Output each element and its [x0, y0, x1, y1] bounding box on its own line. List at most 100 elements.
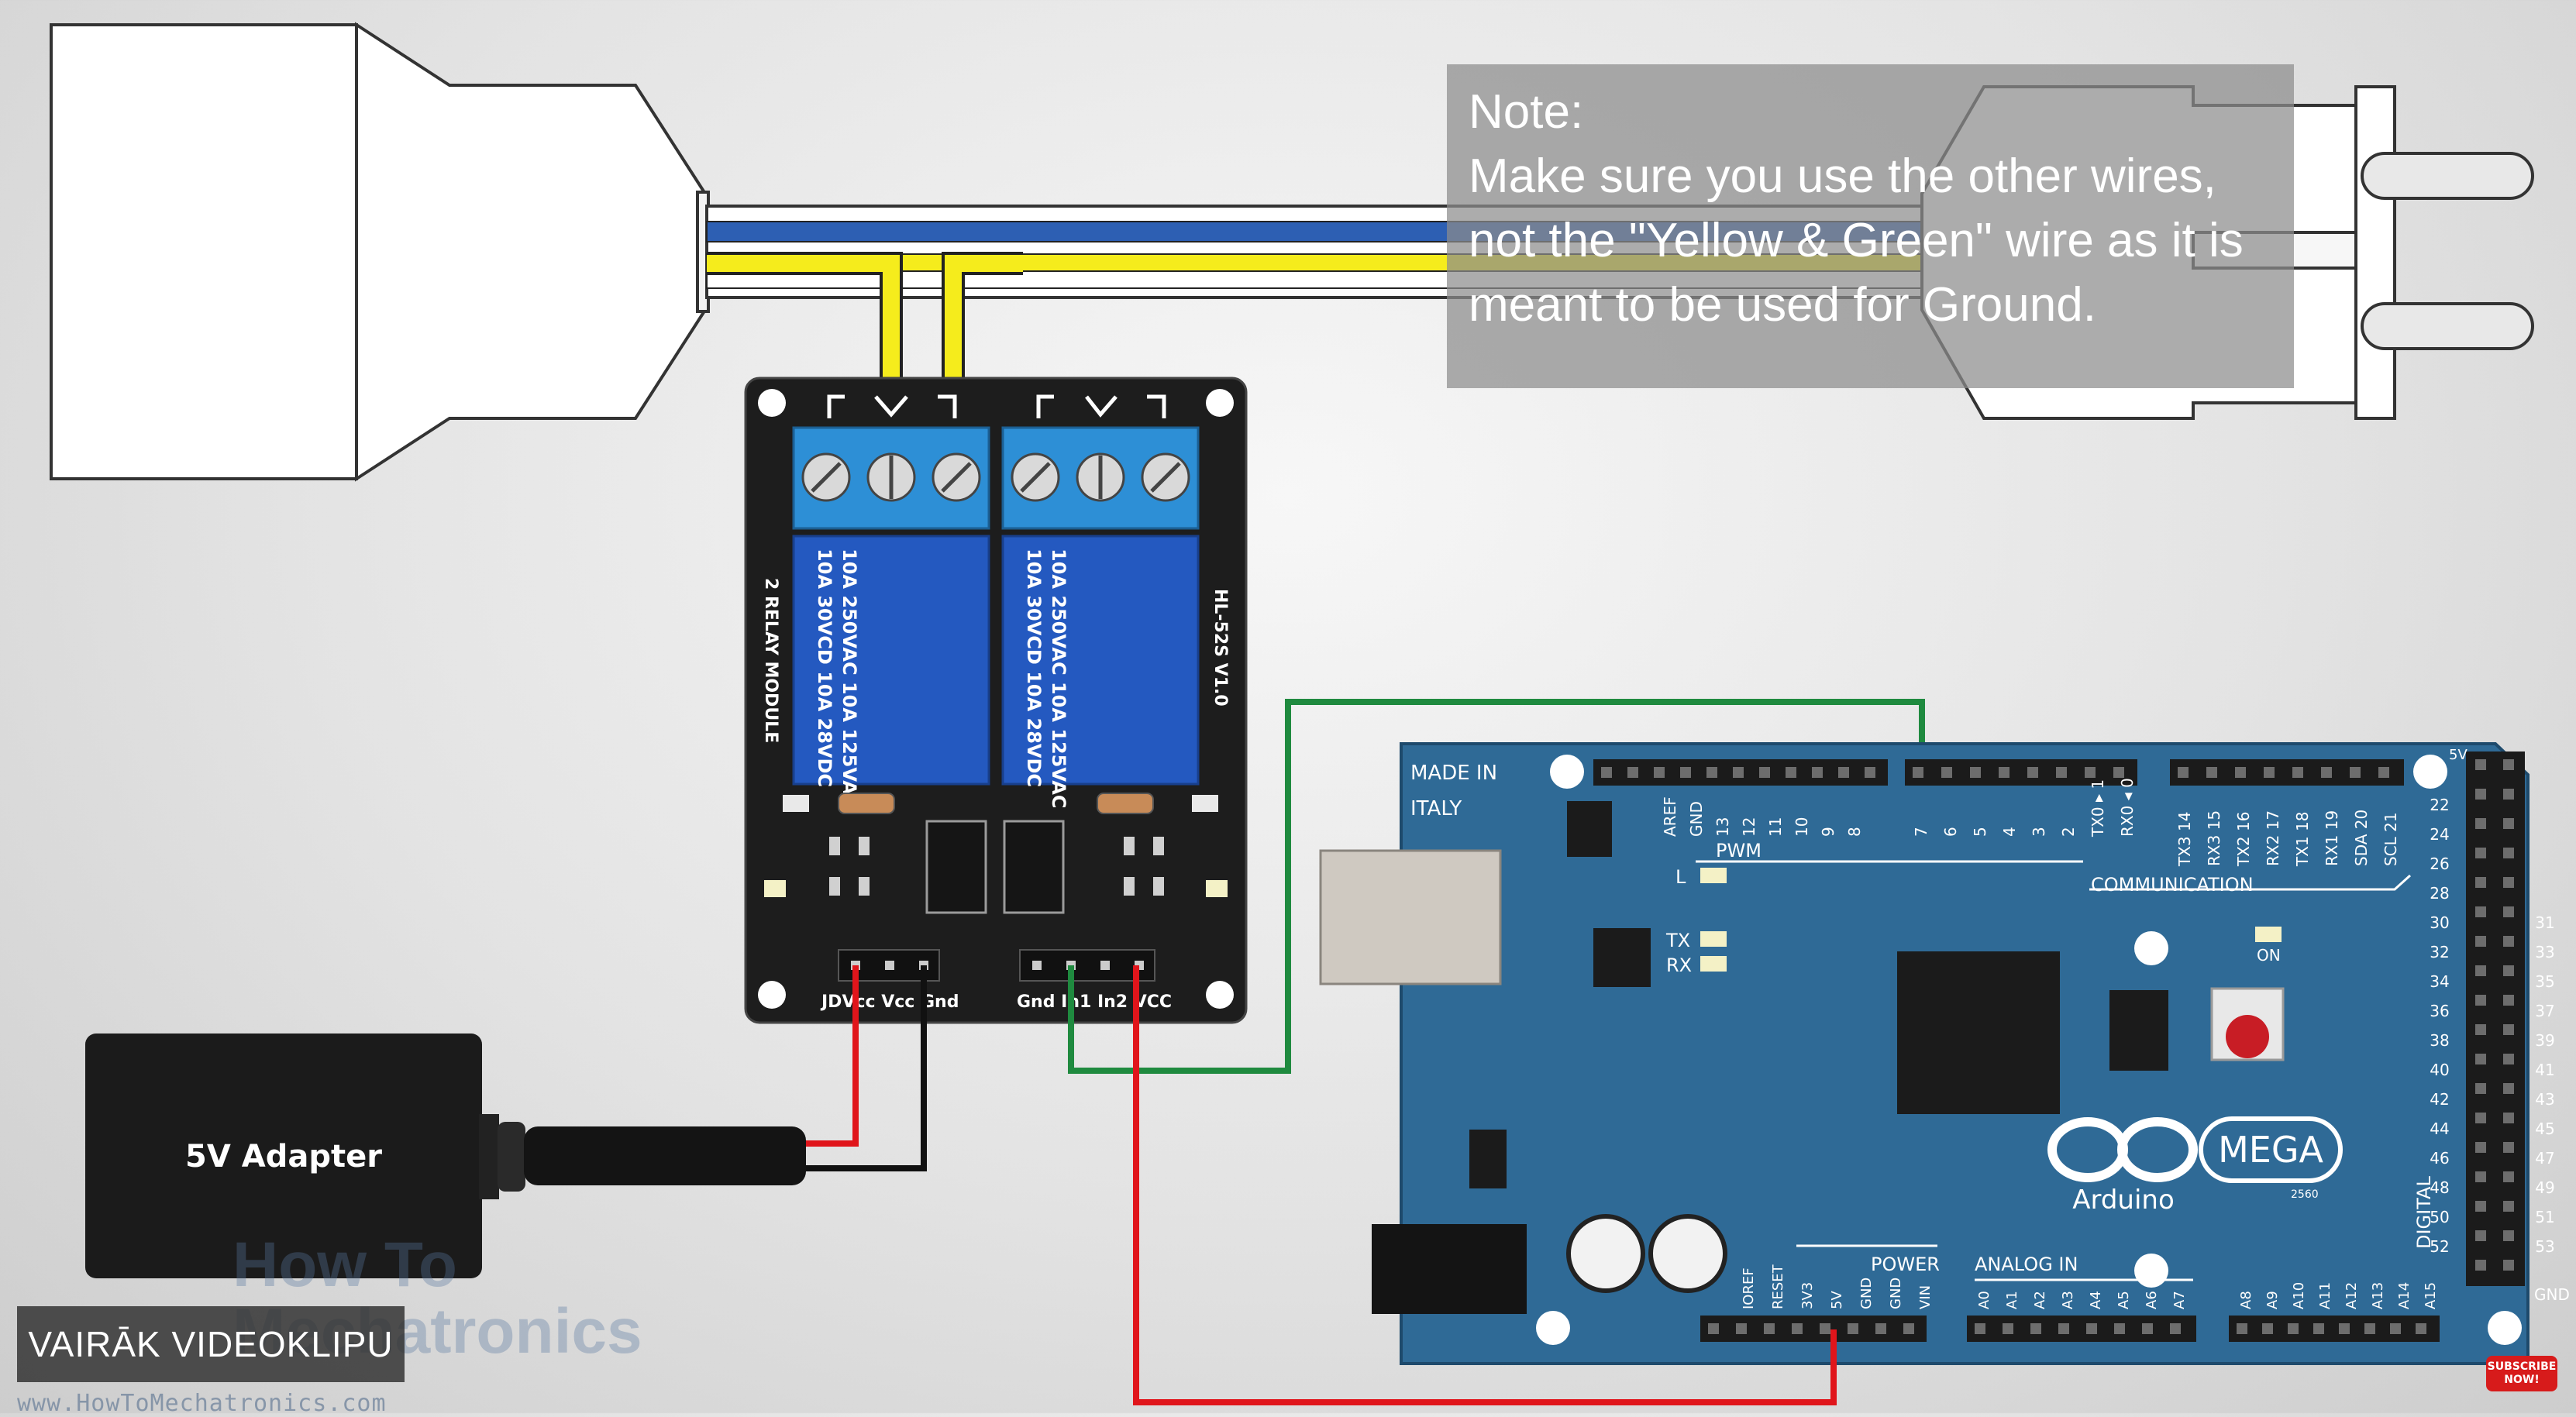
digital-pin-label: 50	[2430, 1208, 2449, 1226]
power-pin-label: VIN	[1917, 1285, 1934, 1309]
analog-pin-label: A5	[2116, 1291, 2132, 1309]
header-pin	[2206, 767, 2217, 778]
top-pin-label: 13	[1713, 817, 1732, 837]
header-pin	[2178, 767, 2189, 778]
digital-pin-label: 45	[2535, 1119, 2554, 1138]
power-pin-label: IOREF	[1741, 1267, 1757, 1309]
mega-model-label: MEGA	[2218, 1129, 2323, 1171]
header-pin	[1708, 1323, 1719, 1334]
header-pin	[2503, 1142, 2514, 1153]
country-label: ITALY	[1410, 797, 1462, 820]
mega-badge	[2199, 1116, 2343, 1183]
header-pin	[2475, 1024, 2486, 1035]
digital-pin-label: 32	[2430, 943, 2449, 961]
communication-label: COMMUNICATION	[2091, 874, 2254, 896]
top-pin-label: GND	[1687, 801, 1706, 837]
top-pin-label: RX2 17	[2264, 810, 2282, 866]
header-pin	[2475, 936, 2486, 947]
note-box: Note: Make sure you use the other wires,…	[1447, 64, 2294, 388]
digital-pin-label: 26	[2430, 855, 2449, 873]
terminal-block-2	[1001, 426, 1200, 530]
power-pin-label: 5V	[1829, 1291, 1845, 1309]
header-pin	[1865, 767, 1875, 778]
note-title: Note:	[1469, 85, 1584, 139]
top-pin-label: 10	[1793, 817, 1811, 837]
top-pin-label: 6	[1941, 827, 1960, 837]
header-pin	[2142, 1323, 2153, 1334]
header-pin	[1680, 767, 1691, 778]
header-pin	[2475, 848, 2486, 858]
header-pin	[2503, 848, 2514, 858]
header-pin	[2475, 1142, 2486, 1153]
analog-pin-label: A10	[2291, 1282, 2307, 1309]
header-pin	[2503, 1083, 2514, 1094]
vcc-wire-red	[1133, 965, 1837, 1405]
terminal-block-1	[792, 426, 990, 530]
top-pin-label: AREF	[1661, 796, 1679, 837]
header-pin	[2262, 1323, 2273, 1334]
top-pin-label: 8	[1845, 827, 1864, 837]
digital-pin-label: 47	[2535, 1149, 2554, 1168]
header-pin	[2237, 1323, 2247, 1334]
digital-pin-label: 42	[2430, 1090, 2449, 1109]
watermark-url: www.HowToMechatronics.com	[17, 1390, 387, 1417]
relay-1-rating-1: 10A 250VAC 10A 125VAC	[839, 549, 860, 808]
made-in-label: MADE IN	[1410, 762, 1497, 785]
note-body: Make sure you use the other wires, not t…	[1469, 150, 2244, 332]
header-pin	[1654, 767, 1665, 778]
digital-pin-label: 52	[2430, 1237, 2449, 1256]
arduino-logo-icon	[2047, 1117, 2198, 1182]
header-pin	[2364, 1323, 2375, 1334]
header-pin	[2114, 1323, 2125, 1334]
header-pin	[1601, 767, 1612, 778]
header-pin	[2475, 965, 2486, 976]
digital-pin-label: 53	[2535, 1237, 2554, 1256]
header-pin	[2475, 995, 2486, 1006]
header-pin	[2503, 818, 2514, 829]
header-pin	[2378, 767, 2389, 778]
header-pin	[2503, 965, 2514, 976]
digital-pin-label: 30	[2430, 913, 2449, 932]
more-videos-button[interactable]: VAIRĀK VIDEOKLIPU	[17, 1306, 405, 1382]
header-pin	[1838, 767, 1849, 778]
header-pin	[2085, 767, 2096, 778]
led-l-label: L	[1675, 866, 1686, 888]
subscribe-button[interactable]: SUBSCRIBE NOW!	[2486, 1356, 2557, 1391]
digital-pin-label: 22	[2430, 796, 2449, 814]
power-pin-label: RESET	[1770, 1264, 1786, 1309]
analog-pin-label: A4	[2088, 1291, 2104, 1309]
led-on-label: ON	[2257, 946, 2281, 965]
digital-pin-label: 46	[2430, 1149, 2449, 1168]
adapter-label: 5V Adapter	[185, 1139, 382, 1175]
analog-pin-label: A2	[2032, 1291, 2048, 1309]
analog-pin-label: A0	[1976, 1291, 1992, 1309]
header-pin	[2503, 936, 2514, 947]
relay-signal-header	[1019, 949, 1155, 982]
header-pin	[1875, 1323, 1886, 1334]
header-pin	[2475, 906, 2486, 917]
header-pin	[2321, 767, 2332, 778]
header-pin	[2475, 1054, 2486, 1064]
top-pin-label: SCL 21	[2381, 812, 2400, 866]
header-pin	[1736, 1323, 1747, 1334]
adapter-wires	[806, 965, 927, 1171]
header-pin	[2030, 1323, 2041, 1334]
relay-wires-yellow	[707, 252, 1023, 426]
digital-pin-label: 38	[2430, 1031, 2449, 1050]
digital-pin-label: 41	[2535, 1061, 2554, 1079]
header-pin	[2058, 1323, 2069, 1334]
header-pin	[2475, 1171, 2486, 1182]
analog-pin-label: A8	[2238, 1291, 2254, 1309]
digital-pin-label: 48	[2430, 1178, 2449, 1197]
digital-pin-label: 33	[2535, 943, 2554, 961]
top-pin-label: TX3 14	[2175, 812, 2194, 867]
digital-pin-label: 37	[2535, 1002, 2554, 1020]
header-pin	[2503, 877, 2514, 888]
header-pin	[2503, 789, 2514, 800]
header-pin	[2339, 1323, 2350, 1334]
digital-pin-label: 49	[2535, 1178, 2554, 1197]
header-pin	[2390, 1323, 2401, 1334]
relay-module: 10A 250VAC 10A 125VAC 10A 30VCD 10A 28VD…	[744, 377, 1248, 1024]
header-pin	[2503, 906, 2514, 917]
